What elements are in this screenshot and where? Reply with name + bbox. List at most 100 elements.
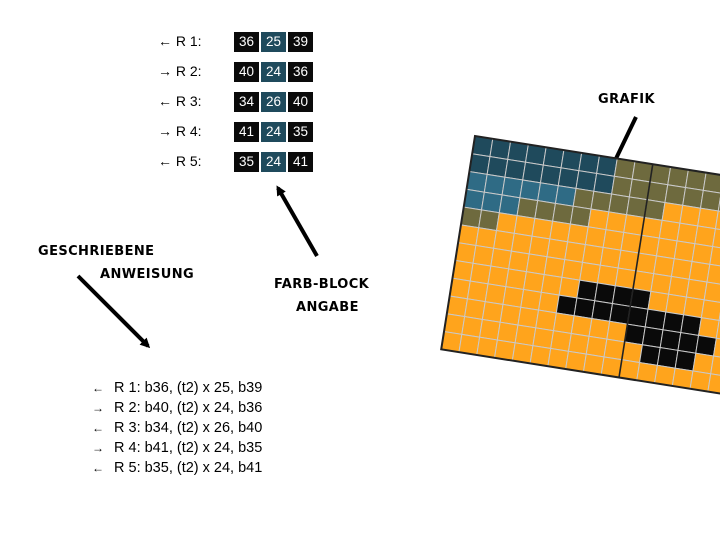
direction-arrow: → — [92, 441, 104, 455]
chart-cell — [540, 273, 563, 296]
chart-cell — [514, 324, 537, 347]
chart-cell — [481, 301, 504, 323]
color-cell: 25 — [261, 32, 286, 52]
chart-cell — [715, 319, 720, 342]
chart-cell — [697, 317, 720, 339]
chart-cell — [549, 220, 571, 243]
chart-cell — [469, 262, 492, 285]
chart-cell — [484, 283, 507, 306]
chart-cell — [585, 335, 608, 358]
row-label: ← R 1: — [158, 33, 202, 49]
chart-cell — [522, 161, 544, 184]
chart-cell — [644, 308, 667, 331]
chart-cell — [591, 300, 614, 322]
chart-cell — [472, 244, 495, 267]
chart-cell — [683, 296, 705, 319]
chart-cell — [655, 237, 678, 260]
chart-cell — [673, 240, 696, 263]
color-cell: 40 — [234, 62, 259, 82]
chart-cell — [695, 334, 717, 357]
color-cell: 24 — [261, 122, 286, 142]
chart-cell — [496, 321, 519, 344]
chart-cell — [487, 265, 510, 288]
color-cell: 41 — [288, 152, 313, 172]
color-cell: 40 — [288, 92, 313, 112]
chart-cell — [650, 273, 673, 295]
chart-cell — [539, 164, 562, 187]
chart-cell — [483, 173, 506, 196]
chart-cell — [670, 258, 693, 280]
chart-cell — [525, 253, 548, 276]
direction-arrow: → — [92, 401, 104, 415]
color-cell: 35 — [234, 152, 259, 172]
chart-cell — [712, 228, 720, 250]
chart-cell — [588, 317, 611, 340]
chart-cell — [535, 309, 557, 332]
chart-cell — [680, 314, 702, 336]
chart-cell — [682, 186, 704, 209]
color-cell: 24 — [261, 152, 286, 172]
chart-cell — [508, 250, 530, 273]
chart-cell — [685, 278, 708, 301]
arrow-to-color-blocks — [276, 185, 319, 257]
chart-cell — [569, 205, 592, 228]
chart-cell — [464, 298, 486, 320]
instruction-line: ←R 5: b35, (t2) x 24, b41 — [92, 458, 262, 478]
instruction-line: ← R 3: b34, (t2) x 26, b40 — [92, 418, 262, 438]
row-label: → R 2: — [158, 63, 202, 79]
color-block-label-line2: ANGABE — [296, 300, 359, 315]
chart-cell — [602, 229, 625, 251]
chart-cell — [550, 330, 572, 352]
chart-cell — [552, 312, 575, 335]
written-instruction-label-line1: GESCHRIEBENE — [38, 244, 155, 259]
chart-cell — [570, 315, 593, 337]
chart-cell — [674, 349, 697, 372]
chart-cell — [573, 297, 596, 320]
chart-cell — [502, 286, 525, 308]
chart-cell — [688, 260, 711, 283]
chart-cell — [692, 352, 715, 375]
chart-cell — [493, 229, 515, 252]
chart-cell — [557, 167, 580, 190]
chart-cell — [495, 212, 518, 234]
chart-cell — [581, 244, 604, 266]
chart-cell — [694, 225, 717, 248]
written-instruction-label-line2: ANWEISUNG — [100, 267, 195, 282]
chart-cell — [523, 271, 545, 293]
chart-cell — [641, 326, 664, 349]
arrow-to-written-instructions — [76, 274, 151, 349]
chart-cell — [679, 204, 702, 227]
chart-cell — [665, 293, 687, 316]
chart-cell — [590, 190, 613, 213]
instruction-line: → R 2: b40, (t2) x 24, b36 — [92, 398, 262, 418]
knitting-chart-grid — [440, 134, 720, 396]
chart-cell — [499, 303, 522, 326]
instruction-text: R 2: b40, (t2) x 24, b36 — [114, 400, 263, 416]
chart-cell — [513, 214, 536, 237]
chart-cell — [714, 210, 720, 233]
chart-cell — [552, 202, 574, 225]
chart-cell — [505, 268, 527, 291]
direction-arrow: ← — [92, 421, 104, 435]
chart-cell — [599, 246, 622, 269]
chart-cell — [561, 258, 584, 281]
chart-cell — [517, 306, 540, 329]
chart-cell — [579, 261, 601, 284]
chart-cell — [656, 347, 679, 369]
chart-cell — [534, 200, 557, 222]
chart-tenth-column-line — [618, 164, 654, 378]
chart-cell — [593, 172, 615, 195]
chart-cell — [501, 176, 524, 199]
chart-cell — [706, 263, 720, 286]
chart-cell — [528, 235, 551, 258]
instruction-text: R 3: b34, (t2) x 26, b40 — [114, 420, 263, 436]
chart-cell — [461, 316, 483, 338]
color-cell: 34 — [234, 92, 259, 112]
chart-cell — [555, 294, 578, 317]
chart-cell — [605, 211, 628, 234]
instruction-line: →R 4: b41, (t2) x 24, b35 — [92, 438, 262, 458]
chart-border — [440, 134, 720, 396]
chart-cell — [594, 282, 616, 305]
chart-cell — [702, 172, 720, 194]
